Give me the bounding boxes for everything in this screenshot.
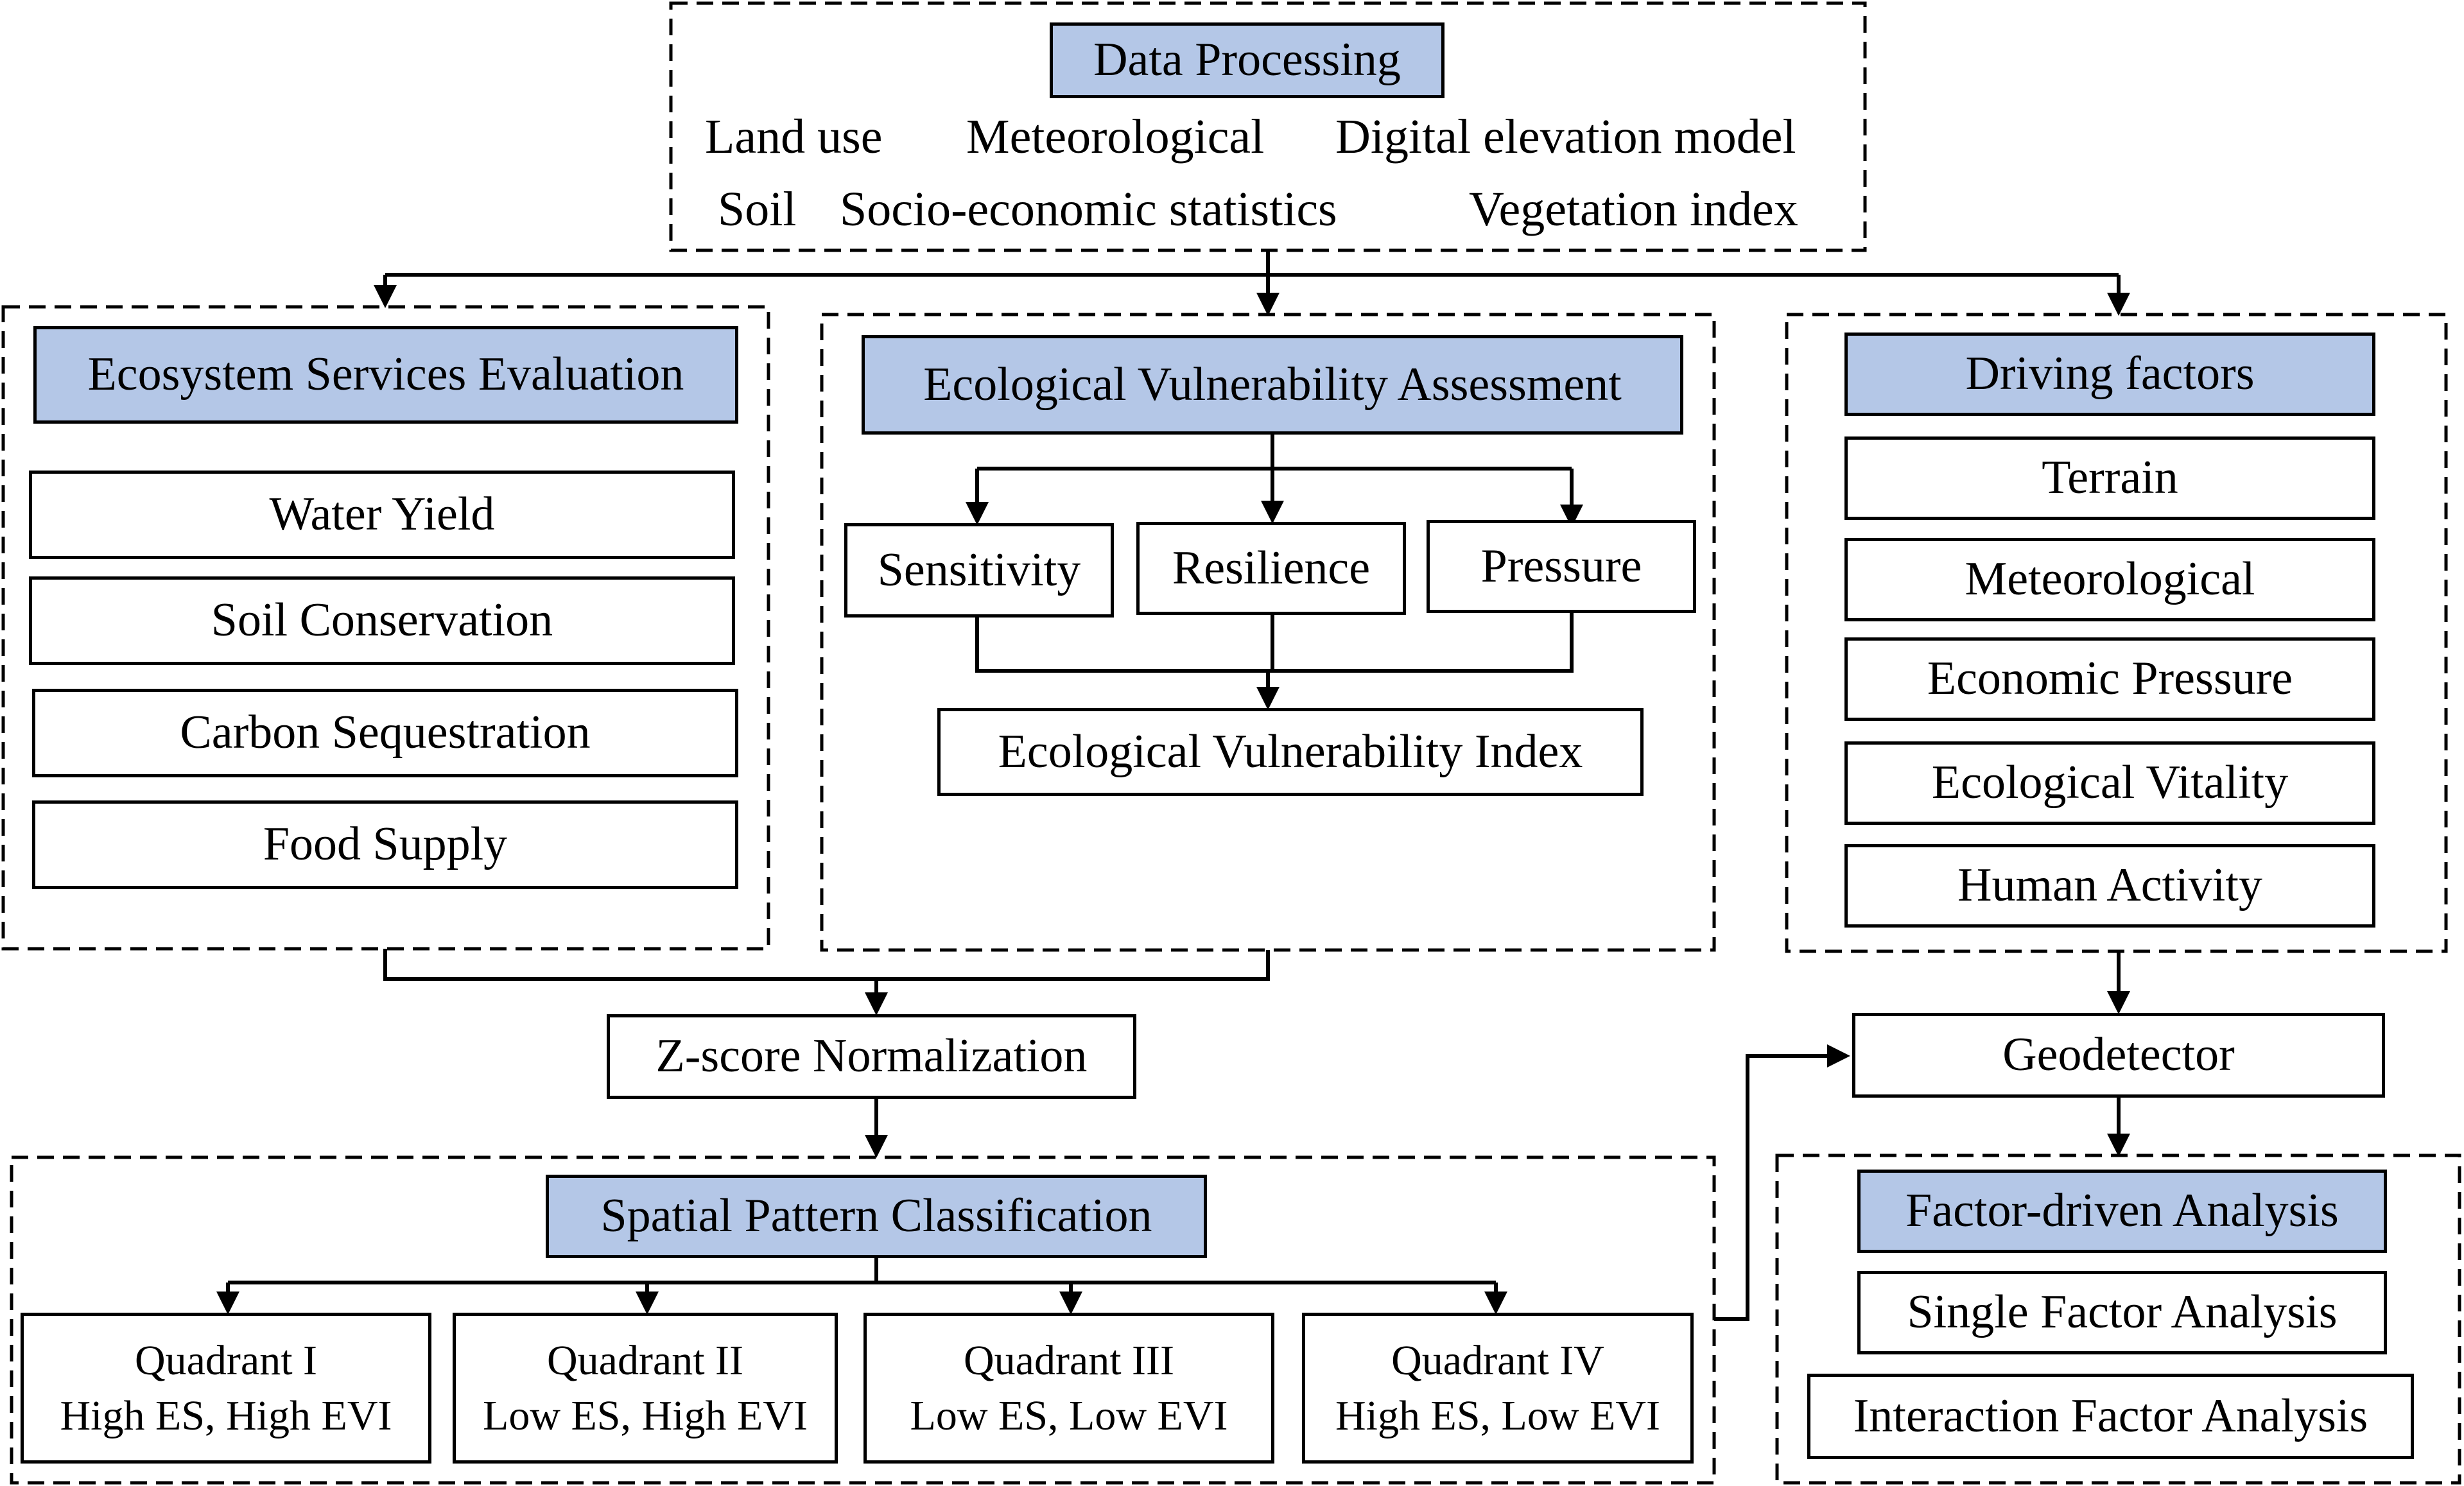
classification-title: Spatial Pattern Classification [546, 1175, 1207, 1258]
quadrant-4: Quadrant IV High ES, Low EVI [1302, 1313, 1694, 1464]
factor-human-activity: Human Activity [1844, 844, 2375, 928]
interaction-factor-analysis: Interaction Factor Analysis [1807, 1374, 2414, 1459]
source-vegetation-index: Vegetation index [1469, 182, 1798, 236]
es-soil-conservation: Soil Conservation [29, 576, 735, 665]
vuln-resilience: Resilience [1136, 522, 1406, 615]
quadrant-1-desc: High ES, High EVI [60, 1392, 392, 1439]
source-land-use: Land use [705, 110, 883, 164]
quadrant-4-name: Quadrant IV [1391, 1336, 1604, 1384]
connector-vuln-merge [975, 613, 1574, 673]
driving-factors-title: Driving factors [1844, 333, 2375, 416]
vulnerability-title: Ecological Vulnerability Assessment [862, 335, 1683, 435]
driving-factors-group [1785, 313, 2448, 953]
ecosystem-services-title: Ecosystem Services Evaluation [33, 326, 738, 424]
factor-terrain: Terrain [1844, 436, 2375, 520]
es-water-yield: Water Yield [29, 471, 735, 559]
quadrant-3: Quadrant III Low ES, Low EVI [863, 1313, 1274, 1464]
quadrant-2-desc: Low ES, High EVI [483, 1392, 808, 1439]
geodetector: Geodetector [1852, 1013, 2385, 1098]
quadrant-3-desc: Low ES, Low EVI [910, 1392, 1228, 1439]
vuln-sensitivity: Sensitivity [844, 523, 1114, 618]
quadrant-2-name: Quadrant II [546, 1336, 744, 1384]
source-socio-economic: Socio-economic statistics [840, 182, 1337, 236]
ecosystem-services-group [1, 305, 770, 951]
source-soil: Soil [718, 182, 797, 236]
quadrant-2: Quadrant II Low ES, High EVI [453, 1313, 838, 1464]
quadrant-1-name: Quadrant I [134, 1336, 318, 1384]
arrow-classification-to-geodetector [1714, 1044, 1850, 1321]
connector-data-split [385, 250, 2119, 277]
connector-vuln-split [977, 435, 1572, 471]
factor-ecological-vitality: Ecological Vitality [1844, 741, 2375, 825]
ecological-vulnerability-index: Ecological Vulnerability Index [937, 708, 1644, 796]
connector-to-normalization [383, 949, 1270, 1012]
factor-economic-pressure: Economic Pressure [1844, 637, 2375, 721]
source-meteorological: Meteorological [966, 110, 1265, 164]
quadrant-3-name: Quadrant III [963, 1336, 1174, 1384]
quadrant-1: Quadrant I High ES, High EVI [21, 1313, 431, 1464]
z-score-normalization: Z-score Normalization [607, 1014, 1136, 1099]
data-processing-title: Data Processing [1050, 22, 1445, 98]
connector-quadrant-split [228, 1258, 1496, 1284]
source-dem: Digital elevation model [1335, 110, 1796, 164]
quadrant-4-desc: High ES, Low EVI [1335, 1392, 1660, 1439]
factor-meteorological: Meteorological [1844, 538, 2375, 621]
es-carbon-sequestration: Carbon Sequestration [32, 689, 738, 777]
es-food-supply: Food Supply [32, 800, 738, 889]
single-factor-analysis: Single Factor Analysis [1857, 1271, 2387, 1354]
factor-analysis-title: Factor-driven Analysis [1857, 1170, 2387, 1253]
vuln-pressure: Pressure [1427, 520, 1696, 613]
